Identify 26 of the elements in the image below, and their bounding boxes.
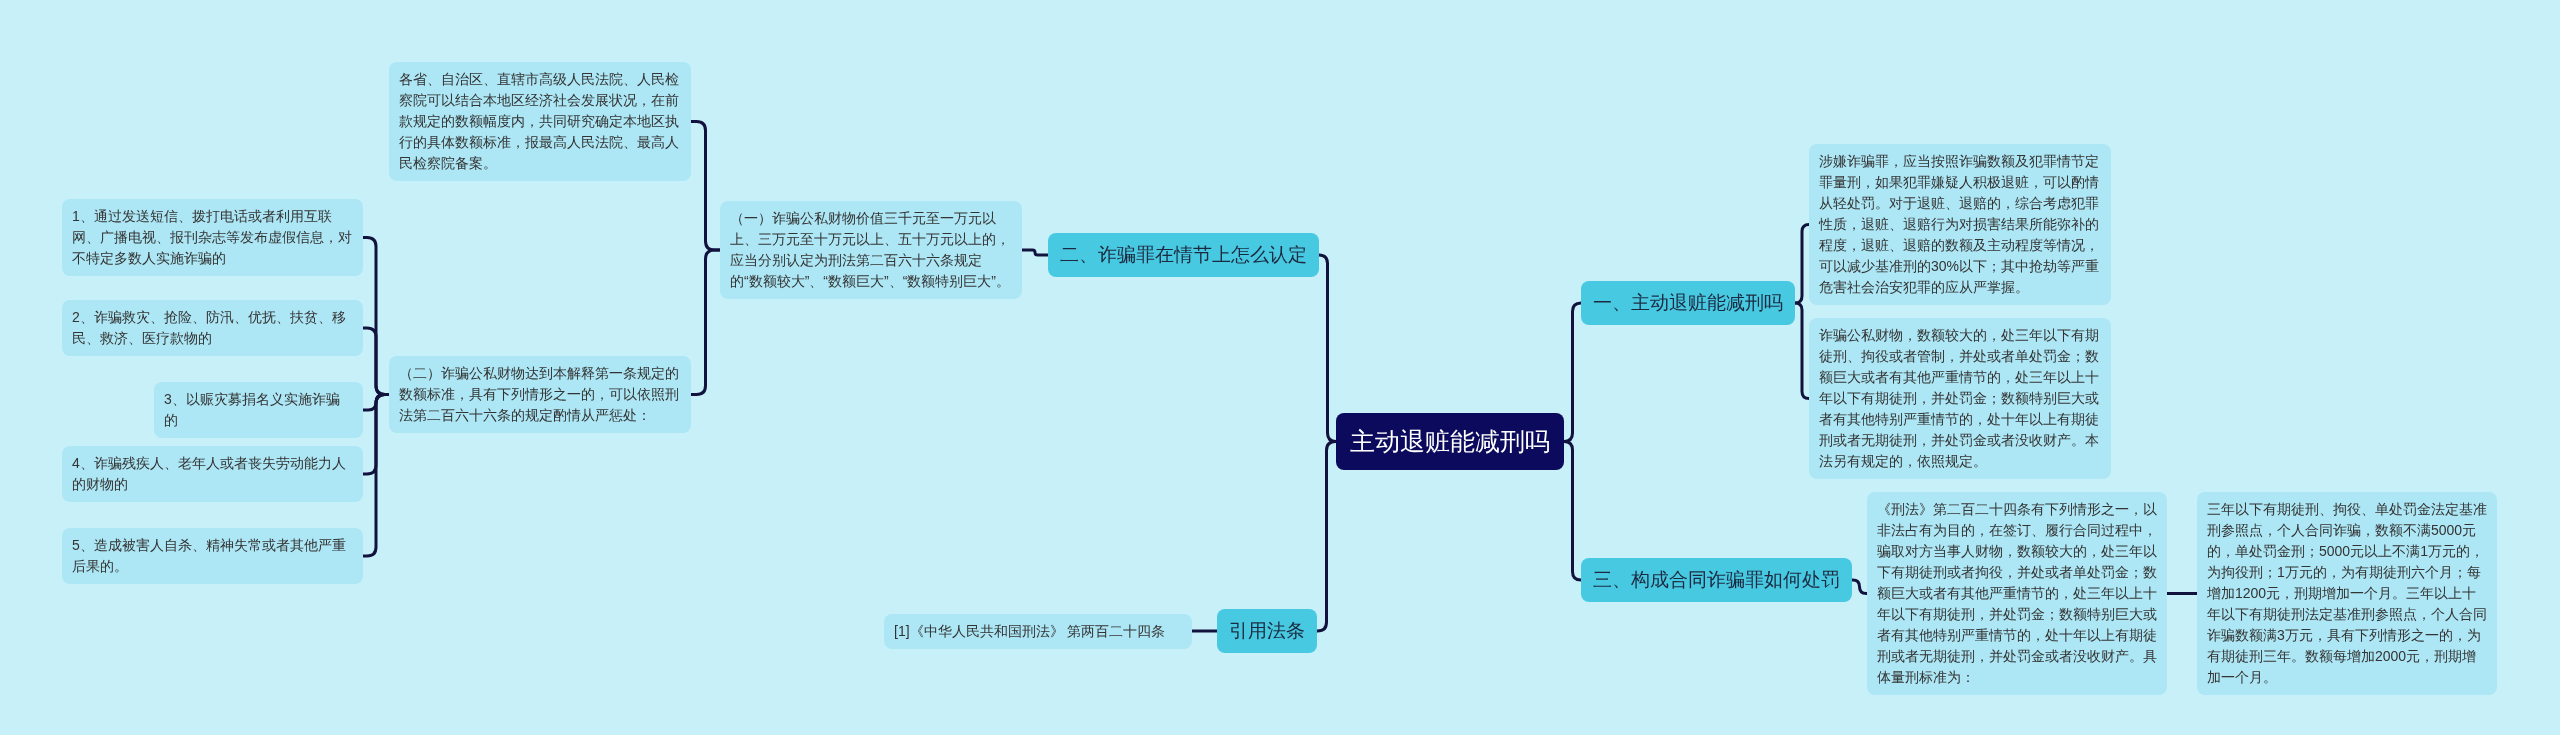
topic-box: 一、主动退赃能减刑吗: [1581, 281, 1795, 325]
connector-line: [1562, 440, 1583, 582]
text-box: 4、诈骗残疾人、老年人或者丧失劳动能力人的财物的: [62, 446, 363, 502]
text-box: 《刑法》第二百二十四条有下列情形之一，以非法占有为目的，在签订、履行合同过程中，骗取对方当事人财物，数额较大的，处三年以下有期徒刑或者拘役，并处或者单处罚金；数额巨大或者有其他严重情节的，处三年以上十年以下有期徒刑，并处罚金；数额特别巨大或者有其他特别严重情节的，处十年以上有期徒刑或者无期徒刑，并处罚金或者没收财产。具体量刑标准为：: [1867, 492, 2167, 695]
text-box: 3、以赈灾募捐名义实施诈骗的: [154, 382, 363, 438]
text-box: 各省、自治区、直辖市高级人民法院、人民检察院可以结合本地区经济社会发展状况，在前款规定的数额幅度内，共同研究确定本地区执行的具体数额标准，报最高人民法院、最高人民检察院备案。: [389, 62, 691, 181]
connector-line: [1851, 578, 1868, 595]
topic-box: 三、构成合同诈骗罪如何处罚: [1581, 558, 1852, 602]
connector-line: [1192, 629, 1217, 633]
connector-line: [2167, 592, 2197, 595]
topic-box: 二、诈骗罪在情节上怎么认定: [1048, 233, 1319, 277]
text-box: [1]《中华人民共和国刑法》 第两百二十四条: [884, 614, 1192, 649]
text-box: 三年以下有期徒刑、拘役、单处罚金法定基准刑参照点，个人合同诈骗，数额不满5000元的，单处罚金刑；5000元以上不满1万元的，为拘役刑；1万元的，为有期徒刑六个月；每增加1200元，刑期增加一个月。三年以上十年以下有期徒刑法定基准刑参照点，个人合同诈骗数额满3万元，具有下列情形之一的，为有期徒刑三年。数额每增加2000元，刑期增加一个月。: [2197, 492, 2497, 695]
text-box: （一）诈骗公私财物价值三千元至一万元以上、三万元至十万元以上、五十万元以上的，应当分别认定为刑法第二百六十六条规定的“数额较大”、“数额巨大”、“数额特别巨大”。: [720, 201, 1022, 299]
central-topic-box: 主动退赃能减刑吗: [1336, 413, 1564, 470]
text-box: （二）诈骗公私财物达到本解释第一条规定的数额标准，具有下列情形之一的，可以依照刑法第二百六十六条的规定酌情从严惩处：: [389, 356, 691, 433]
connector-line: [1793, 301, 1811, 400]
connector-line: [1316, 440, 1337, 633]
text-box: 诈骗公私财物，数额较大的，处三年以下有期徒刑、拘役或者管制，并处或者单处罚金；数额巨大或者有其他严重情节的，处三年以上十年以下有期徒刑，并处罚金；数额特别巨大或者有其他特别严重情节的，处十年以上有期徒刑或者无期徒刑，并处罚金或者没收财产。本法另有规定的，依照规定。: [1809, 318, 2111, 479]
text-box: 涉嫌诈骗罪，应当按照诈骗数额及犯罪情节定罪量刑，如果犯罪嫌疑人积极退赃，可以酌情从轻处罚。对于退赃、退赔的，综合考虑犯罪性质，退赃、退赔行为对损害结果所能弥补的程度，退赃、退赔的数额及主动程度等情况，可以减少基准刑的30%以下；其中抢劫等严重危害社会治安犯罪的应从严掌握。: [1809, 144, 2111, 305]
text-box: 5、造成被害人自杀、精神失常或者其他严重后果的。: [62, 528, 363, 584]
connector-line: [1022, 248, 1048, 257]
text-box: 1、通过发送短信、拨打电话或者利用互联网、广播电视、报刊杂志等发布虚假信息，对不特定多数人实施诈骗的: [62, 199, 363, 276]
topic-box: 引用法条: [1217, 609, 1317, 653]
connector-line: [1793, 223, 1811, 305]
text-box: 2、诈骗救灾、抢险、防汛、优抚、扶贫、移民、救济、医疗款物的: [62, 300, 363, 356]
